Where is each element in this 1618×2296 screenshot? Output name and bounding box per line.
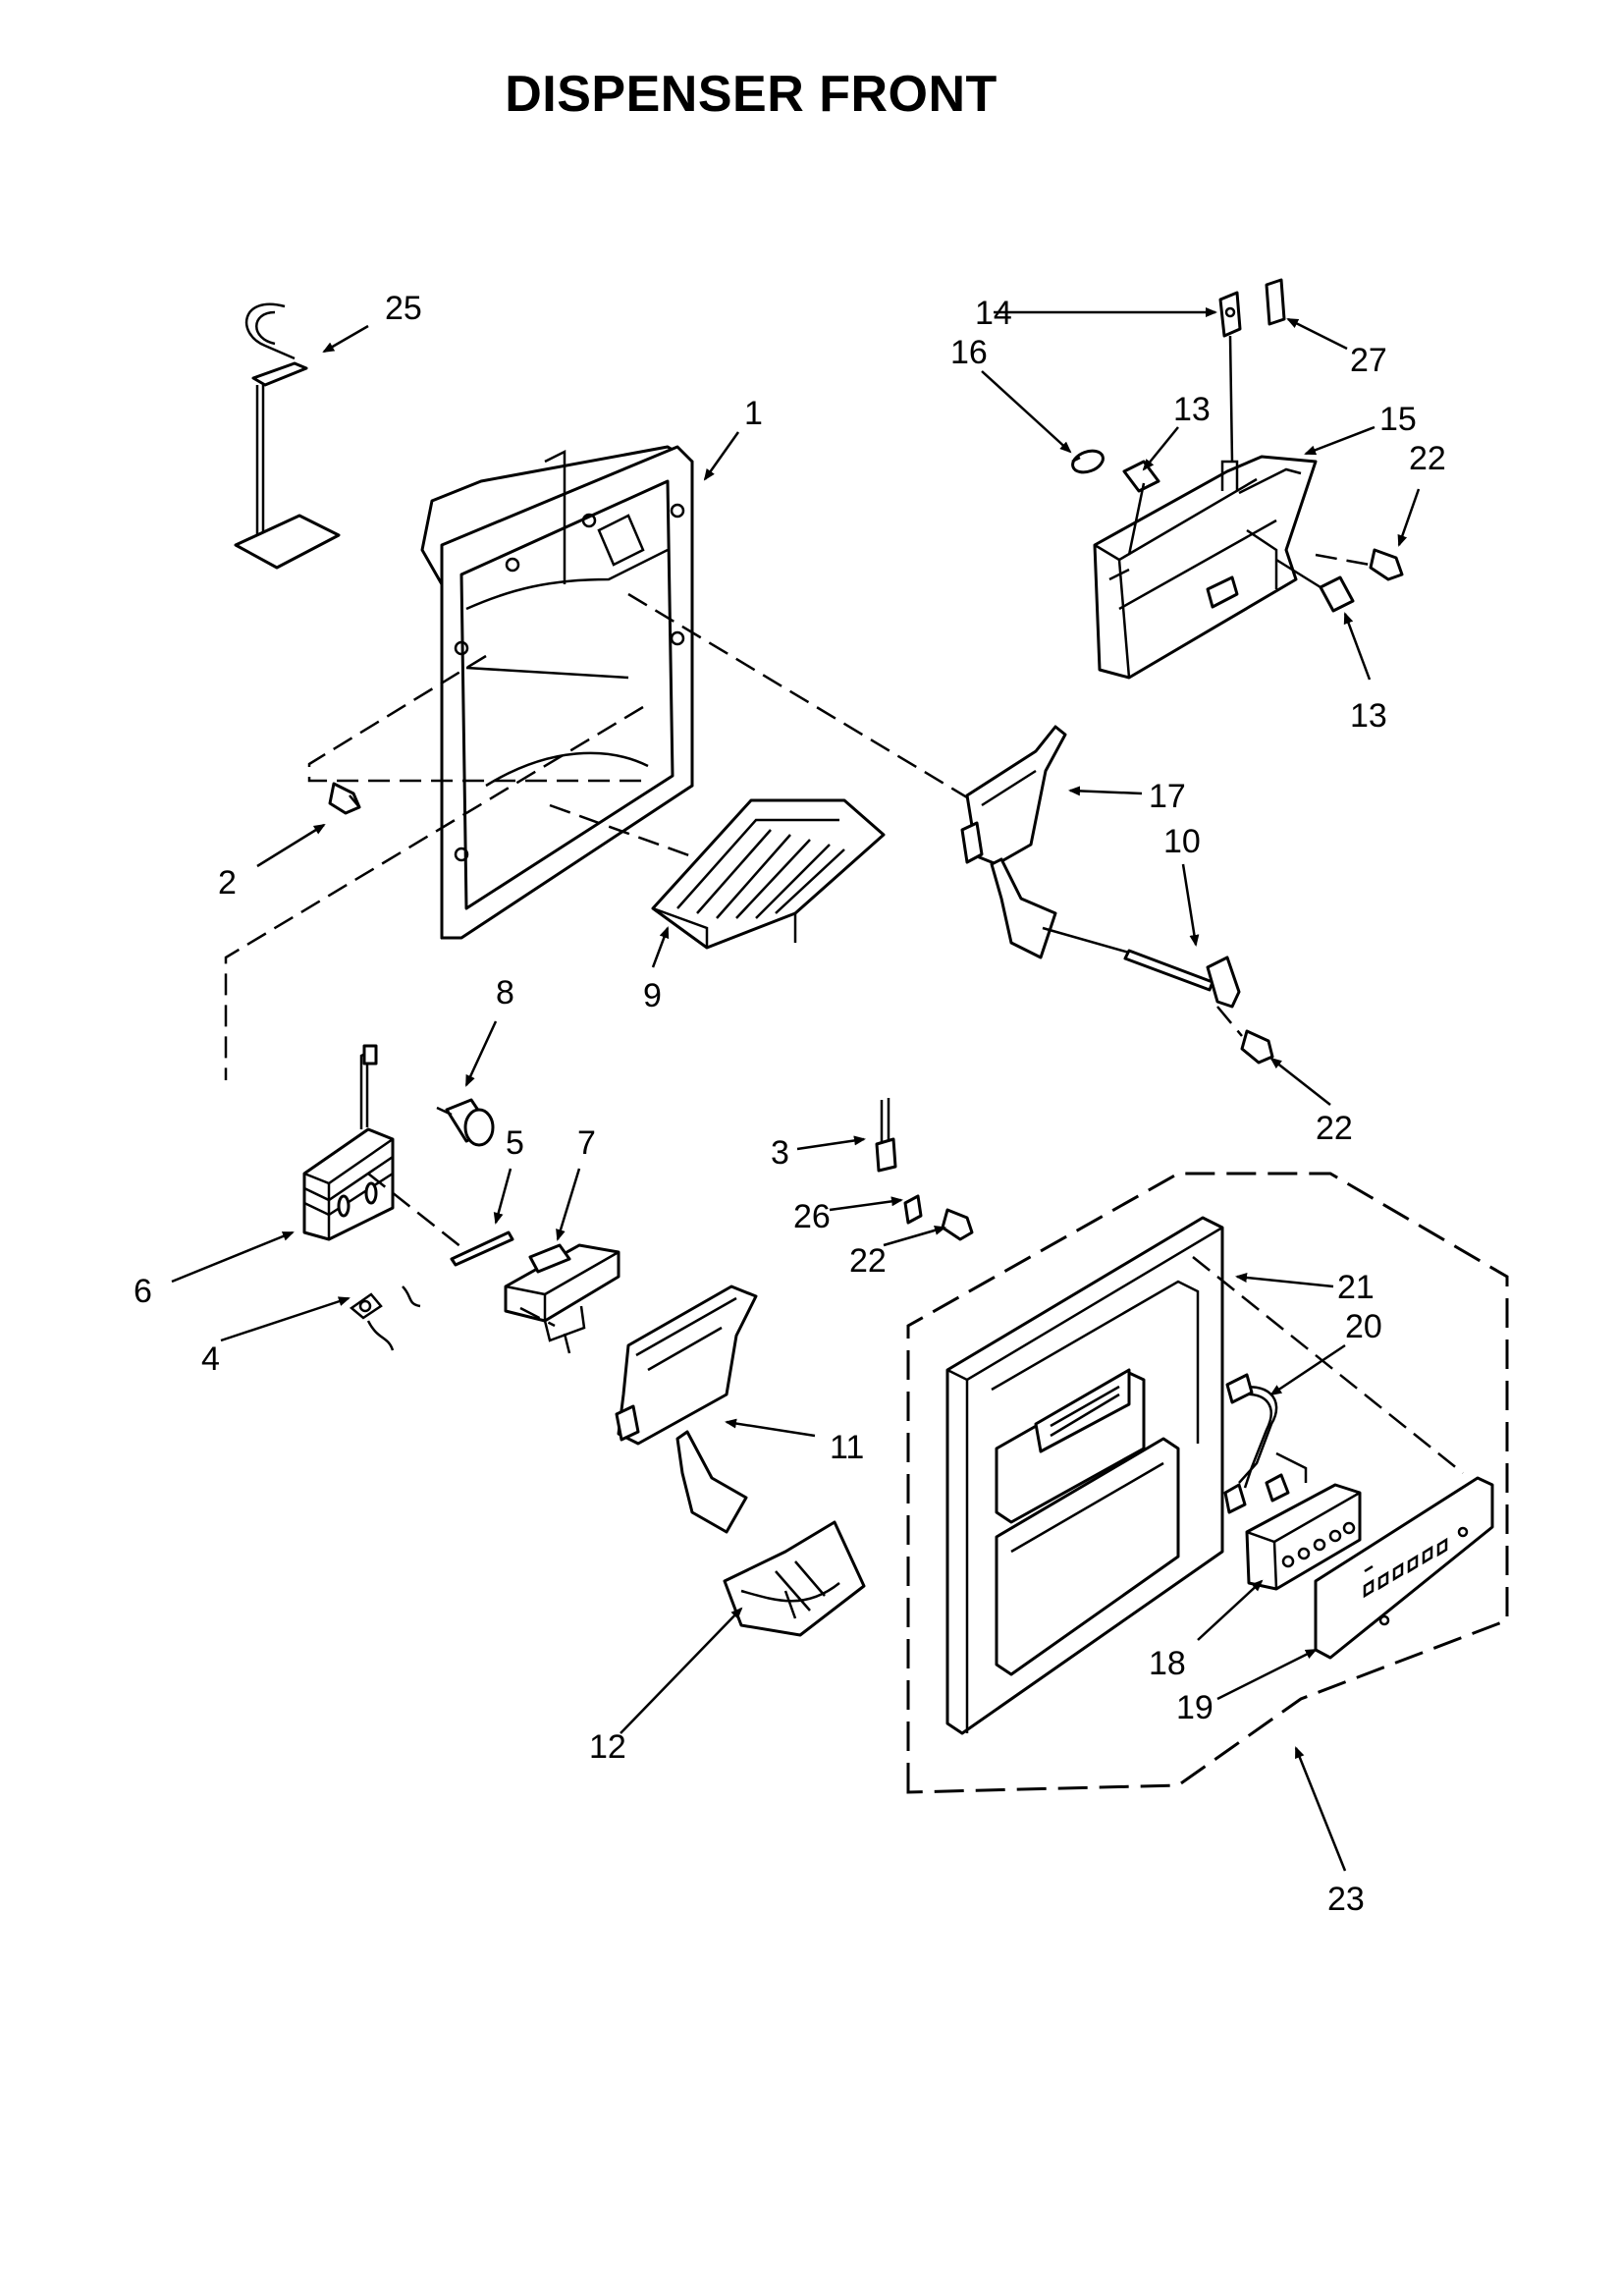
part-5-shaft [450, 1230, 514, 1267]
part-4-spring [349, 1285, 421, 1351]
callout-7: 7 [577, 1124, 596, 1162]
part-13-socket-lower [1275, 558, 1355, 613]
part-8-capacitor [436, 1098, 495, 1147]
part-7-solenoid [504, 1243, 620, 1354]
callout-6: 6 [134, 1273, 152, 1310]
callout-17: 17 [1149, 778, 1186, 815]
part-6-door-motor [302, 1044, 395, 1241]
callout-1: 1 [744, 395, 763, 432]
centerline-grille-9 [549, 803, 796, 896]
callout-5: 5 [506, 1124, 524, 1162]
centerline-lever-17 [627, 592, 973, 802]
part-21-dispenser-facade [945, 1216, 1224, 1735]
callout-20: 20 [1345, 1308, 1382, 1345]
part-10-lever-rod [1042, 926, 1241, 1009]
part-18-control-board [1245, 1483, 1362, 1591]
diagram-title: DISPENSER FRONT [505, 66, 998, 123]
callout-10: 10 [1163, 823, 1201, 860]
centerline-ice-crusher [224, 705, 644, 1080]
centerline-bracket-screw [1315, 553, 1371, 567]
part-20-wiring-harness [1223, 1373, 1308, 1514]
part-22-screw-bracket [1369, 548, 1404, 581]
leader-lines [171, 307, 1421, 1872]
callout-23: 23 [1327, 1881, 1365, 1918]
part-27-insulator [1265, 278, 1286, 326]
part-11-actuator-arm [615, 1285, 758, 1534]
part-13-socket-upper [1122, 460, 1160, 556]
callout-11: 11 [830, 1429, 864, 1466]
callout-14: 14 [975, 295, 1012, 332]
callout-13-upper: 13 [1173, 391, 1211, 428]
part-25-wire-harness [234, 302, 341, 570]
part-17-water-lever [960, 725, 1067, 959]
callout-18: 18 [1149, 1645, 1186, 1682]
callout-2: 2 [218, 864, 237, 902]
assembly-23-boundary [906, 1172, 1509, 1794]
centerline-membrane [1192, 1256, 1464, 1474]
callout-22-center: 22 [849, 1242, 887, 1280]
centerline-rod-screw [1216, 1006, 1243, 1037]
centerline-solenoid [519, 1306, 556, 1328]
callout-27: 27 [1350, 342, 1387, 379]
callout-25: 25 [385, 290, 422, 327]
callout-4: 4 [201, 1340, 220, 1378]
centerline-screw-2 [307, 654, 643, 783]
callout-21: 21 [1337, 1269, 1375, 1306]
callout-8: 8 [496, 974, 514, 1011]
callout-13-lower: 13 [1350, 697, 1387, 735]
part-3-switch-clip [875, 1098, 897, 1173]
callout-26: 26 [793, 1198, 831, 1235]
part-2-screw [328, 782, 361, 815]
callout-9: 9 [643, 977, 662, 1014]
part-22-screw-center [941, 1208, 974, 1241]
part-16-light-bulb [1071, 449, 1105, 474]
centerline-shaft [367, 1173, 462, 1248]
callout-12: 12 [589, 1728, 626, 1766]
part-9-drip-tray-grille [651, 798, 886, 950]
part-22-screw-rod [1240, 1029, 1274, 1065]
callout-3: 3 [771, 1134, 789, 1172]
callout-19: 19 [1176, 1689, 1214, 1726]
part-15-bracket [1093, 455, 1318, 680]
part-1-dispenser-housing [420, 445, 694, 940]
callout-16: 16 [950, 334, 988, 371]
callout-22-rod: 22 [1316, 1110, 1353, 1147]
callout-15: 15 [1379, 401, 1417, 438]
part-12-ice-chute [723, 1520, 866, 1637]
part-26-insulator [903, 1194, 923, 1225]
part-14-switch [1218, 291, 1242, 463]
callout-22-bracket: 22 [1409, 440, 1446, 477]
